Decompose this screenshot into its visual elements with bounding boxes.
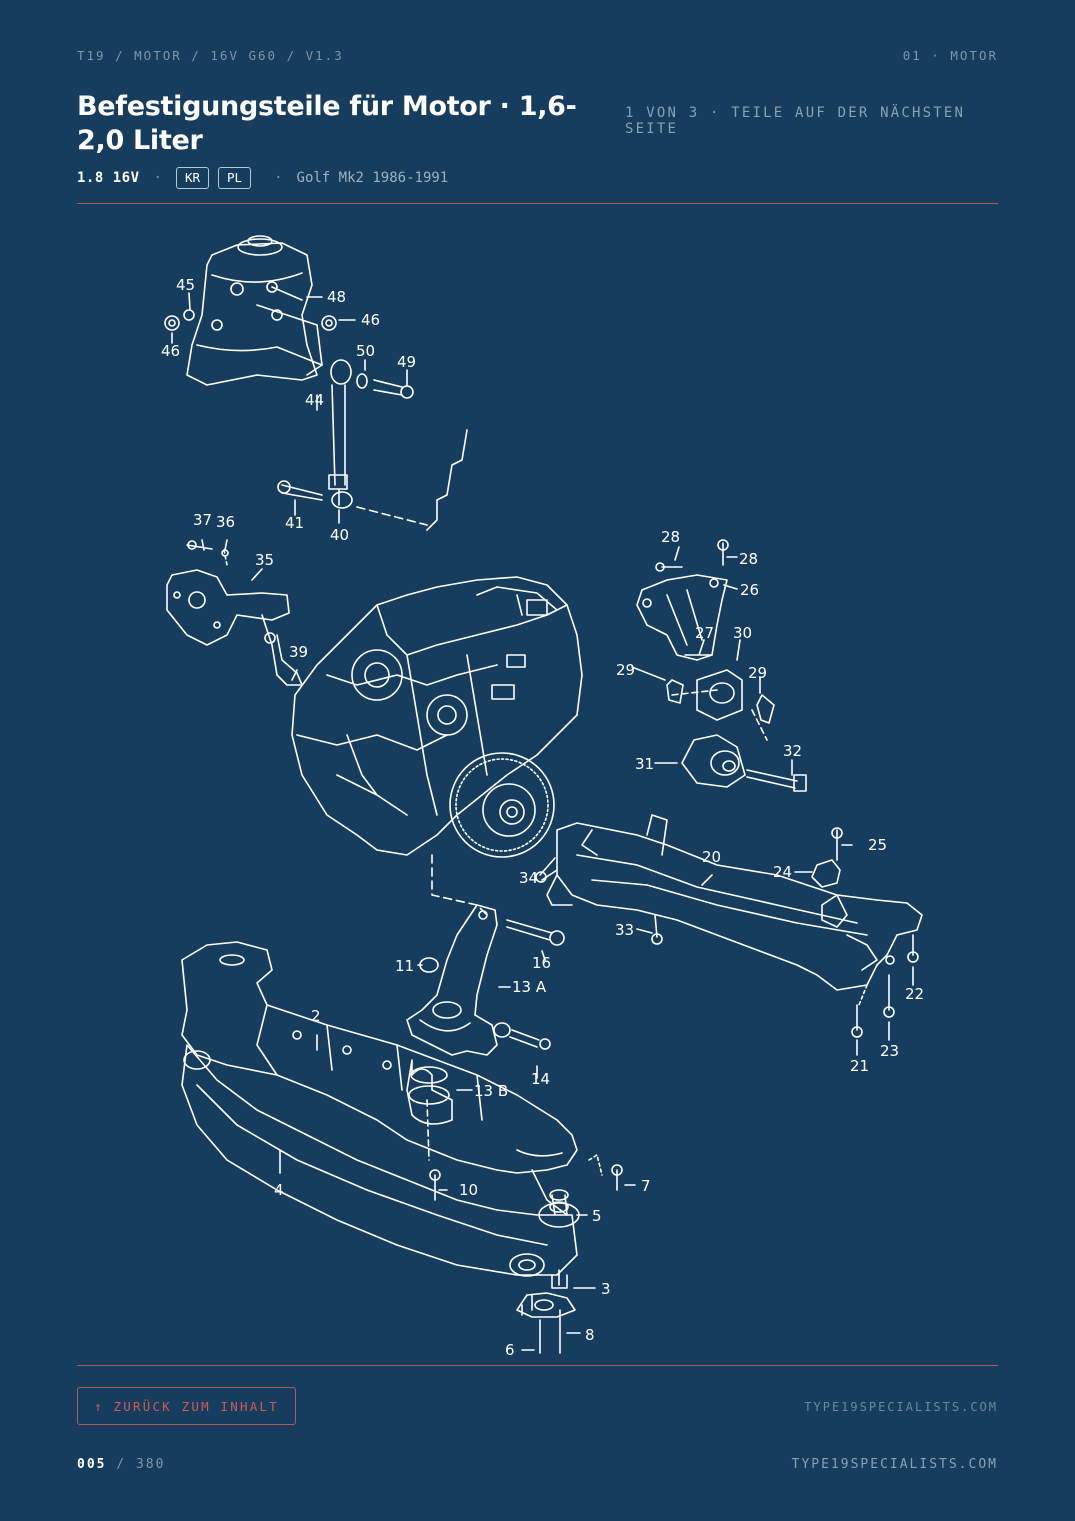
separator-dot: · [153, 170, 162, 186]
callout-13b: 13 B [474, 1082, 508, 1100]
callout-32: 32 [783, 742, 802, 760]
callout-leaders [171, 292, 914, 1351]
callout-22: 22 [905, 985, 924, 1003]
callout-7: 7 [641, 1177, 651, 1195]
callout-31: 31 [635, 755, 654, 773]
engine-drawing [291, 576, 583, 916]
callout-30: 30 [733, 624, 752, 642]
engine-tag-pl: PL [218, 167, 252, 189]
right-subframe-drawing [535, 814, 923, 1038]
callout-39: 39 [289, 643, 308, 661]
callout-8: 8 [585, 1326, 595, 1344]
upper-mount-bracket-drawing [164, 235, 414, 399]
callout-46-right: 46 [361, 311, 380, 329]
section-label: 01 · MOTOR [902, 48, 998, 63]
lower-subframe-drawing [181, 941, 623, 1354]
callout-24: 24 [773, 863, 792, 881]
back-to-contents-button[interactable]: ↑ ZURÜCK ZUM INHALT [77, 1387, 296, 1425]
page-total: 380 [135, 1457, 166, 1472]
callout-5: 5 [592, 1207, 602, 1225]
callout-41: 41 [285, 514, 304, 532]
page-separator: / [106, 1457, 136, 1472]
callout-49: 49 [397, 353, 416, 371]
callout-16: 16 [532, 954, 551, 972]
callout-6: 6 [505, 1341, 515, 1359]
callout-3: 3 [601, 1280, 611, 1298]
callout-34: 34 [519, 869, 538, 887]
callout-37: 37 [193, 511, 212, 529]
breadcrumb: T19 / MOTOR / 16V G60 / V1.3 [77, 48, 344, 63]
callout-48: 48 [327, 288, 346, 306]
callout-29-right: 29 [748, 664, 767, 682]
exploded-parts-diagram: 45 48 46 46 50 49 44 41 40 37 36 35 39 2… [161, 235, 924, 1359]
center-bracket-drawing [406, 904, 565, 1125]
engine-code: 1.8 16V [77, 170, 140, 186]
damper-rod-drawing [277, 384, 468, 531]
callout-35: 35 [255, 551, 274, 569]
callout-11: 11 [395, 957, 414, 975]
page-title: Befestigungsteile für Motor · 1,6-2,0 Li… [77, 91, 577, 156]
engine-tag-kr: KR [175, 167, 210, 189]
header-rule [77, 203, 998, 204]
callout-10: 10 [459, 1181, 478, 1199]
callout-13a: 13 A [512, 978, 547, 996]
callout-2: 2 [311, 1007, 321, 1025]
callout-23: 23 [880, 1042, 899, 1060]
callout-26: 26 [740, 581, 759, 599]
callout-28-right: 28 [739, 550, 758, 568]
callout-46-left: 46 [161, 342, 180, 360]
left-bracket-drawing [166, 540, 303, 686]
footer-site-link[interactable]: TYPE19SPECIALISTS.COM [804, 1400, 998, 1414]
callout-45: 45 [176, 276, 195, 294]
page-info: 1 VON 3 · TEILE AUF DER NÄCHSTEN SEITE [625, 105, 966, 137]
footer-site-bottom: TYPE19SPECIALISTS.COM [791, 1457, 998, 1472]
callout-14: 14 [531, 1070, 550, 1088]
callout-labels: 45 48 46 46 50 49 44 41 40 37 36 35 39 2… [161, 276, 924, 1359]
callout-4: 4 [274, 1181, 284, 1199]
page-current: 005 [77, 1457, 107, 1472]
callout-29-left: 29 [616, 661, 635, 679]
callout-44: 44 [305, 391, 324, 409]
callout-21: 21 [850, 1057, 869, 1075]
callout-40: 40 [330, 526, 349, 544]
separator-dot: · [274, 170, 283, 186]
page-number: 005 / 380 [77, 1457, 165, 1472]
callout-25: 25 [868, 836, 887, 854]
right-mount-drawing [636, 539, 807, 792]
vehicle-label: Golf Mk2 1986-1991 [296, 170, 449, 186]
footer-rule [77, 1365, 998, 1366]
callout-36: 36 [216, 513, 235, 531]
callout-20: 20 [702, 848, 721, 866]
callout-27: 27 [695, 624, 714, 642]
meta-row: 1.8 16V · KR PL · Golf Mk2 1986-1991 [77, 166, 448, 190]
callout-28-top: 28 [661, 528, 680, 546]
callout-50: 50 [356, 342, 375, 360]
callout-33: 33 [615, 921, 634, 939]
